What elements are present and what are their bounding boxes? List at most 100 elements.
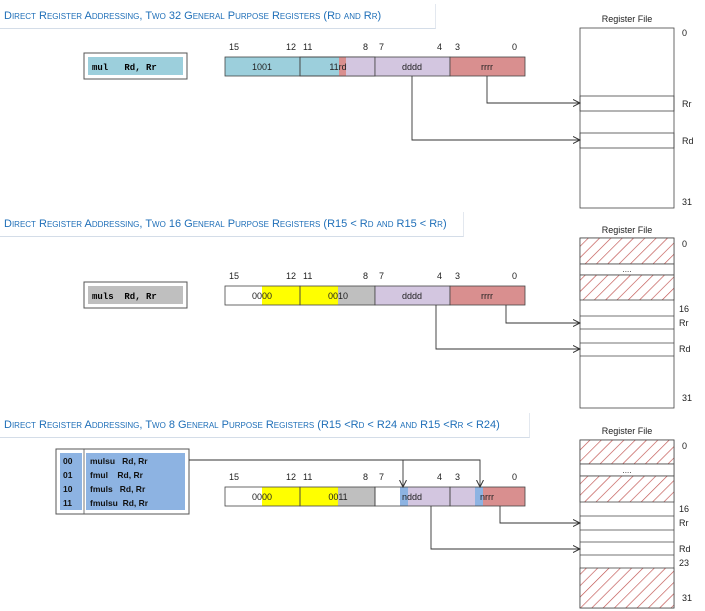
instruction-text: mulsu Rd, Rr bbox=[90, 456, 148, 466]
bit-number: 7 bbox=[379, 271, 384, 281]
field-label: 0000 bbox=[252, 492, 272, 502]
field-d-bit bbox=[346, 57, 375, 76]
bit-number: 8 bbox=[363, 271, 368, 281]
register-file: Register File .... 0 16 Rr Rd 31 bbox=[579, 225, 692, 409]
instruction-text: fmulsu Rd, Rr bbox=[90, 498, 149, 508]
hatched-registers bbox=[579, 439, 675, 465]
bit-number: 0 bbox=[512, 271, 517, 281]
register-file: Register File 0 Rr Rd 31 bbox=[579, 14, 694, 209]
bit-number: 4 bbox=[437, 42, 442, 52]
field-mid bbox=[300, 286, 338, 305]
bit-numbers: 15 12 11 8 7 4 3 0 bbox=[229, 271, 517, 281]
section-3: 00 01 10 11 mulsu Rd, Rr fmul Rd, Rr fmu… bbox=[55, 426, 692, 609]
field-mid bbox=[300, 487, 338, 506]
instruction-name-column bbox=[86, 453, 185, 510]
arrow-rd bbox=[430, 506, 580, 549]
instruction-code: 11 bbox=[63, 498, 72, 508]
arrow-rr bbox=[486, 76, 580, 103]
bit-number: 8 bbox=[363, 472, 368, 482]
field-label: nddd bbox=[402, 492, 422, 502]
register-label-rd: Rd bbox=[682, 136, 694, 146]
register-label-rd: Rd bbox=[679, 544, 691, 554]
bit-number: 11 bbox=[303, 271, 312, 281]
field-label: rrrr bbox=[481, 62, 493, 72]
opcode-word: 1001 11rd dddd rrrr bbox=[224, 56, 526, 77]
bit-number: 3 bbox=[455, 271, 460, 281]
field-label: 0010 bbox=[328, 291, 348, 301]
arrow-rr bbox=[499, 506, 580, 523]
field-label: 0000 bbox=[252, 291, 272, 301]
hatched-registers bbox=[579, 475, 675, 503]
instruction-text: mul Rd, Rr bbox=[92, 63, 157, 73]
register-index-boundary: 16 bbox=[679, 304, 689, 314]
bit-number: 3 bbox=[455, 42, 460, 52]
bit-number: 8 bbox=[363, 42, 368, 52]
bit-number: 15 bbox=[229, 472, 239, 482]
register-dots: .... bbox=[623, 466, 632, 475]
bit-numbers: 15 12 11 8 7 4 3 0 bbox=[229, 42, 517, 52]
opcode-word: 0000 0011 nddd nrrr bbox=[224, 486, 526, 507]
register-index-top: 0 bbox=[682, 441, 687, 451]
instruction-text: muls Rd, Rr bbox=[92, 292, 157, 302]
register-label-rr: Rr bbox=[679, 318, 689, 328]
bit-number: 7 bbox=[379, 472, 384, 482]
instruction-code-column bbox=[60, 453, 82, 510]
section-2-title: Direct Register Addressing, Two 16 Gener… bbox=[0, 212, 464, 237]
register-index-top: 0 bbox=[682, 28, 687, 38]
register-file: Register File .... 0 16 Rr Rd 23 31 bbox=[579, 426, 692, 609]
instruction-code: 01 bbox=[63, 470, 73, 480]
bit-number: 0 bbox=[512, 472, 517, 482]
field-label: nrrr bbox=[480, 492, 494, 502]
bit-number: 12 bbox=[286, 472, 296, 482]
field-label: dddd bbox=[402, 62, 422, 72]
register-index-boundary: 16 bbox=[679, 504, 689, 514]
instruction-code: 00 bbox=[63, 456, 73, 466]
instruction-text: fmul Rd, Rr bbox=[90, 470, 144, 480]
bit-number: 7 bbox=[379, 42, 384, 52]
bit-number: 11 bbox=[303, 472, 312, 482]
bit-number: 4 bbox=[437, 472, 442, 482]
register-index-bottom: 31 bbox=[682, 393, 692, 403]
instruction-fill bbox=[88, 57, 183, 75]
hatched-registers bbox=[579, 274, 675, 301]
register-index-top: 0 bbox=[682, 239, 687, 249]
field-label: 0011 bbox=[328, 492, 347, 502]
register-index-bottom: 31 bbox=[682, 197, 692, 207]
register-file-title: Register File bbox=[602, 225, 653, 235]
bit-number: 15 bbox=[229, 271, 239, 281]
bit-numbers: 15 12 11 8 7 4 3 0 bbox=[229, 472, 517, 482]
bit-number: 12 bbox=[286, 271, 296, 281]
field-label: 1001 bbox=[252, 62, 272, 72]
arrow-rr bbox=[505, 305, 580, 323]
bit-number: 12 bbox=[286, 42, 296, 52]
section-1: mul Rd, Rr 15 12 11 8 7 4 3 0 1001 11rd … bbox=[83, 14, 694, 209]
hatched-registers bbox=[579, 567, 675, 609]
register-index-bottom: 31 bbox=[682, 593, 692, 603]
register-label-rr: Rr bbox=[682, 99, 692, 109]
register-file-box bbox=[579, 27, 675, 209]
register-label-rd: Rd bbox=[679, 344, 691, 354]
bit-number: 3 bbox=[455, 472, 460, 482]
bit-number: 4 bbox=[437, 271, 442, 281]
bit-number: 0 bbox=[512, 42, 517, 52]
field-r-bit bbox=[339, 57, 346, 76]
field-label: 11rd bbox=[329, 62, 346, 72]
bit-number: 15 bbox=[229, 42, 239, 52]
field-rrrr bbox=[449, 56, 526, 77]
field-label: dddd bbox=[402, 291, 422, 301]
section-3-title: Direct Register Addressing, Two 8 Genera… bbox=[0, 413, 530, 438]
arrow-rd bbox=[411, 76, 580, 140]
arrow-rd bbox=[435, 305, 580, 349]
register-label-rr: Rr bbox=[679, 518, 689, 528]
register-dots: .... bbox=[623, 265, 632, 274]
bit-number: 11 bbox=[303, 42, 312, 52]
field-rrrr bbox=[449, 285, 526, 306]
hatched-registers bbox=[579, 237, 675, 265]
instruction-fill bbox=[88, 286, 183, 304]
register-index-upper: 23 bbox=[679, 558, 689, 568]
register-file-title: Register File bbox=[602, 426, 653, 436]
instruction-text: fmuls Rd, Rr bbox=[90, 484, 146, 494]
section-2: muls Rd, Rr 15 12 11 8 7 4 3 0 0000 0010… bbox=[83, 225, 692, 409]
register-file-title: Register File bbox=[602, 14, 653, 24]
